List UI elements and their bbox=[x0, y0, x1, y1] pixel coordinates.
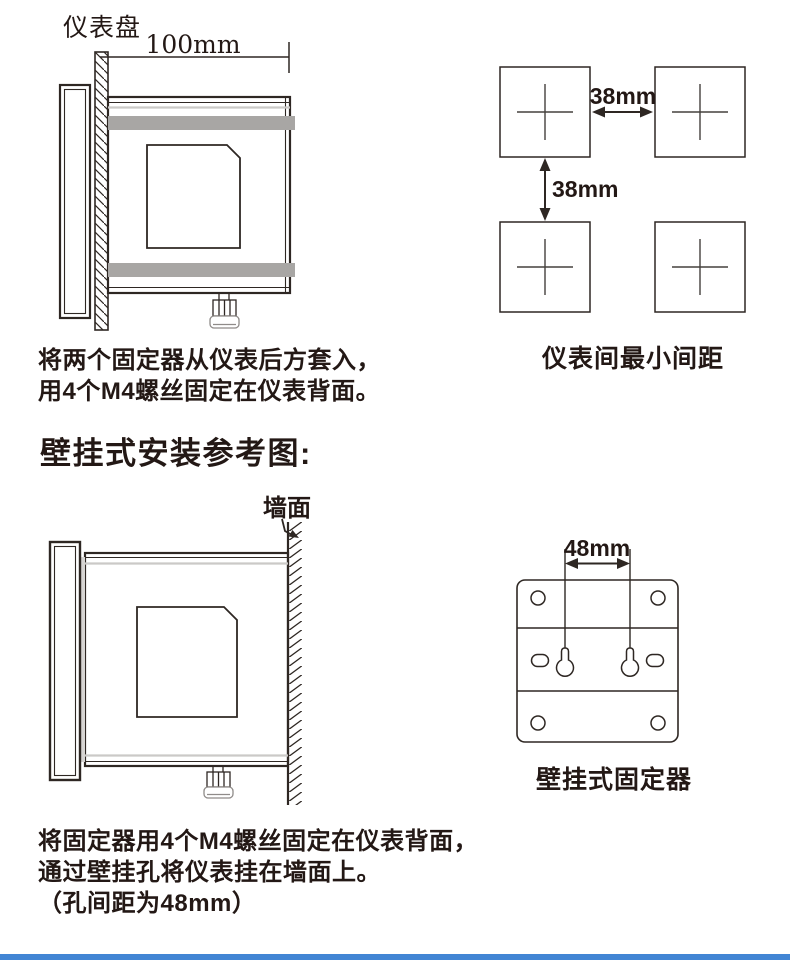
wall-bracket-front-view: 48mm bbox=[516, 535, 679, 743]
wall-mount-side-view bbox=[48, 518, 302, 805]
instruction-line: 通过壁挂孔将仪表挂在墙面上。 bbox=[38, 859, 381, 886]
instruction-line: 用4个M4螺丝固定在仪表背面。 bbox=[38, 378, 381, 405]
horizontal-gap-label: 38mm bbox=[590, 83, 656, 109]
cable-gland bbox=[209, 293, 240, 329]
bottom-accent-bar bbox=[0, 954, 790, 960]
keyhole-slot bbox=[555, 647, 575, 677]
instruction-line: （孔间距为48mm） bbox=[38, 890, 257, 917]
meter-bezel bbox=[58, 83, 92, 320]
screw-hole bbox=[650, 590, 666, 606]
width-dimension-label: 100mm bbox=[145, 30, 240, 59]
screw-hole bbox=[530, 715, 546, 731]
bracket-plate bbox=[516, 579, 679, 743]
panel-mount-instructions: 将两个固定器从仪表后方套入， 用4个M4螺丝固定在仪表背面。 bbox=[38, 345, 381, 407]
meter-body bbox=[106, 95, 292, 295]
instruction-line: 将固定器用4个M4螺丝固定在仪表背面， bbox=[38, 828, 479, 855]
cable-gland bbox=[203, 766, 234, 799]
screw-hole bbox=[530, 590, 546, 606]
cutout-square bbox=[654, 66, 746, 158]
cutout-square bbox=[499, 221, 591, 313]
keyhole-slot bbox=[620, 647, 640, 677]
wall-surface-label: 墙面 bbox=[263, 495, 311, 522]
cutout-square bbox=[654, 221, 746, 313]
hole-spacing-dimension bbox=[564, 549, 631, 648]
panel-view-title: 仪表盘 bbox=[63, 14, 142, 42]
horizontal-gap-arrow bbox=[592, 106, 653, 118]
fixer-clamp-bottom bbox=[108, 263, 295, 277]
wall-hatching bbox=[288, 522, 302, 805]
instruction-line: 将两个固定器从仪表后方套入， bbox=[38, 347, 381, 374]
panel-cross-section bbox=[94, 51, 109, 331]
bracket-caption: 壁挂式固定器 bbox=[536, 766, 693, 794]
oblong-slot bbox=[645, 653, 665, 668]
inner-module bbox=[136, 606, 238, 718]
fixer-clamp-top bbox=[108, 116, 295, 130]
cutout-square bbox=[499, 66, 591, 158]
spacing-diagram-caption: 仪表间最小间距 bbox=[542, 345, 725, 373]
inner-module bbox=[146, 144, 241, 249]
center-cross-marks bbox=[517, 84, 728, 295]
wall-mount-instructions: 将固定器用4个M4螺丝固定在仪表背面， 通过壁挂孔将仪表挂在墙面上。 （孔间距为… bbox=[38, 826, 478, 919]
wall-mount-section-heading: 壁挂式安装参考图: bbox=[40, 436, 312, 471]
meter-bezel bbox=[48, 540, 82, 782]
vertical-gap-label: 38mm bbox=[552, 176, 618, 202]
min-spacing-diagram: 38mm 38mm bbox=[499, 66, 746, 313]
oblong-slot bbox=[530, 653, 550, 668]
panel-mount-side-view: 100mm bbox=[58, 30, 295, 331]
width-dimension bbox=[100, 42, 290, 73]
hole-spacing-label: 48mm bbox=[564, 535, 630, 561]
screw-hole bbox=[650, 715, 666, 731]
vertical-gap-arrow bbox=[539, 158, 551, 221]
